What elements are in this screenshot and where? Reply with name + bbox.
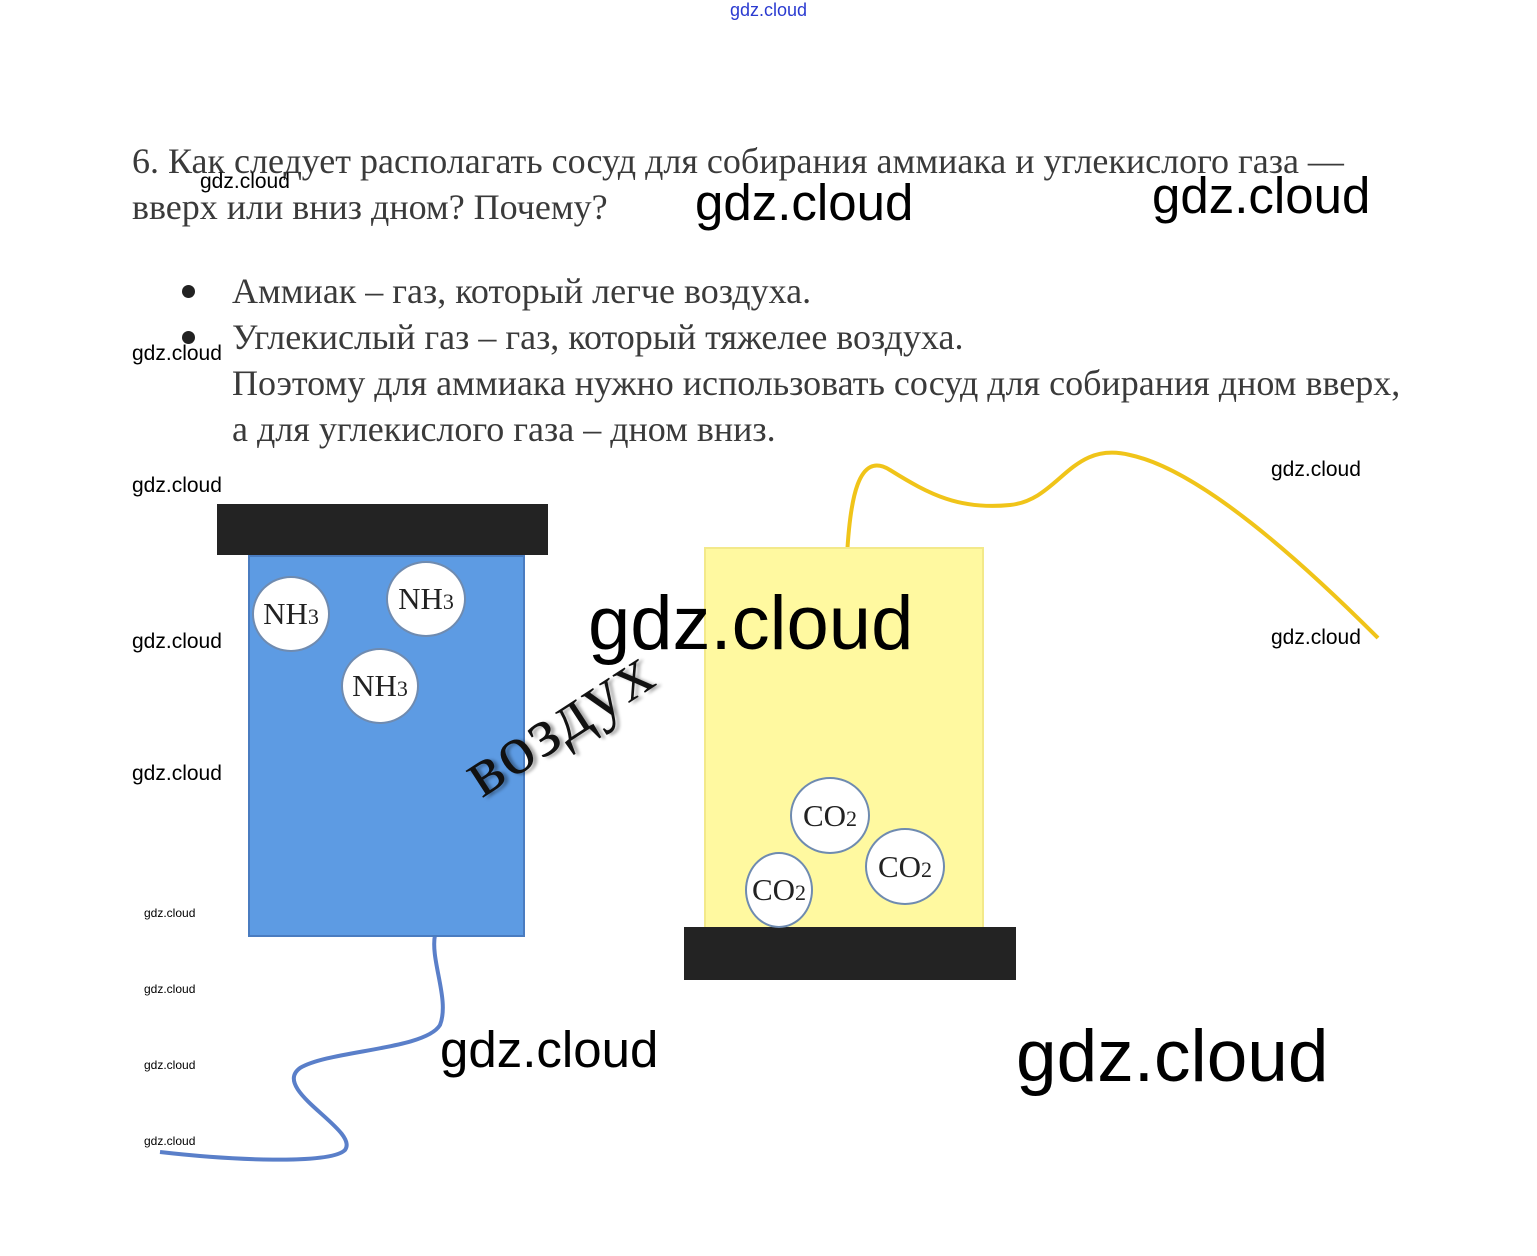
watermark: gdz.cloud bbox=[588, 580, 913, 667]
co2-formula: CO bbox=[878, 849, 921, 885]
co2-subscript: 2 bbox=[846, 806, 857, 832]
co2-jar-base bbox=[684, 927, 1016, 980]
nh3-formula: NH bbox=[352, 668, 397, 704]
watermark: gdz.cloud bbox=[1271, 626, 1361, 650]
watermark: gdz.cloud bbox=[200, 170, 290, 194]
blue-wire bbox=[160, 935, 443, 1160]
co2-formula: CO bbox=[803, 798, 846, 834]
nh3-subscript: 3 bbox=[443, 589, 454, 615]
watermark: gdz.cloud bbox=[1016, 1015, 1329, 1098]
nh3-subscript: 3 bbox=[397, 676, 408, 702]
ammonia-jar-lid bbox=[217, 504, 548, 555]
nh3-formula: NH bbox=[398, 581, 443, 617]
watermark: gdz.cloud bbox=[144, 1058, 195, 1072]
watermark: gdz.cloud bbox=[1271, 458, 1361, 482]
watermark: gdz.cloud bbox=[440, 1020, 658, 1079]
watermark: gdz.cloud bbox=[132, 762, 222, 786]
watermark: gdz.cloud bbox=[144, 1134, 195, 1148]
co2-subscript: 2 bbox=[921, 857, 932, 883]
watermark: gdz.cloud bbox=[132, 342, 222, 366]
watermark: gdz.cloud bbox=[132, 630, 222, 654]
co2-formula: CO bbox=[752, 872, 795, 908]
nh3-formula: NH bbox=[263, 596, 308, 632]
watermark: gdz.cloud bbox=[132, 474, 222, 498]
nh3-subscript: 3 bbox=[308, 604, 319, 630]
watermark: gdz.cloud bbox=[695, 173, 913, 232]
co2-subscript: 2 bbox=[795, 880, 806, 906]
watermark: gdz.cloud bbox=[144, 982, 195, 996]
watermark: gdz.cloud bbox=[144, 906, 195, 920]
watermark: gdz.cloud bbox=[1152, 166, 1370, 225]
